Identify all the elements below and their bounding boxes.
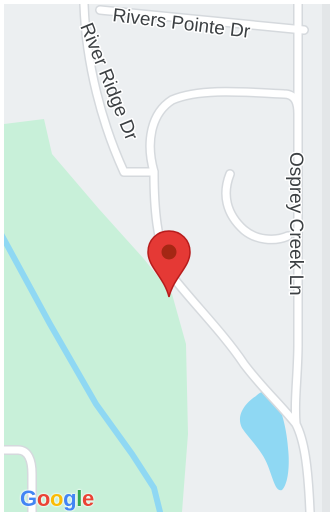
land-strip-right bbox=[322, 4, 330, 512]
street-label-osprey-creek: Osprey Creek Ln bbox=[285, 152, 306, 296]
google-logo-letter: G bbox=[20, 486, 37, 511]
pond bbox=[239, 391, 289, 491]
road-southwest bbox=[4, 446, 36, 512]
pin-body bbox=[147, 230, 191, 298]
pin-center bbox=[161, 244, 177, 260]
road-osprey-creek bbox=[291, 4, 302, 428]
park-area bbox=[4, 119, 188, 512]
road-cul-de-sac bbox=[222, 170, 292, 243]
google-logo-letter: o bbox=[36, 486, 50, 511]
river bbox=[4, 233, 163, 512]
map-view[interactable]: Rivers Pointe Dr River Ridge Dr Osprey C… bbox=[4, 4, 330, 512]
road-loop-north bbox=[146, 88, 302, 176]
google-logo-letter: g bbox=[63, 486, 77, 511]
google-logo-letter: e bbox=[82, 486, 94, 511]
location-pin-icon[interactable] bbox=[146, 229, 192, 299]
road-river-ridge bbox=[80, 4, 158, 176]
google-logo-letter: l bbox=[76, 486, 83, 511]
google-logo[interactable]: Google bbox=[20, 488, 94, 510]
map-canvas[interactable]: Rivers Pointe Dr River Ridge Dr Osprey C… bbox=[4, 4, 330, 512]
road-rivers-pointe bbox=[96, 6, 308, 34]
google-logo-letter: o bbox=[49, 486, 64, 511]
